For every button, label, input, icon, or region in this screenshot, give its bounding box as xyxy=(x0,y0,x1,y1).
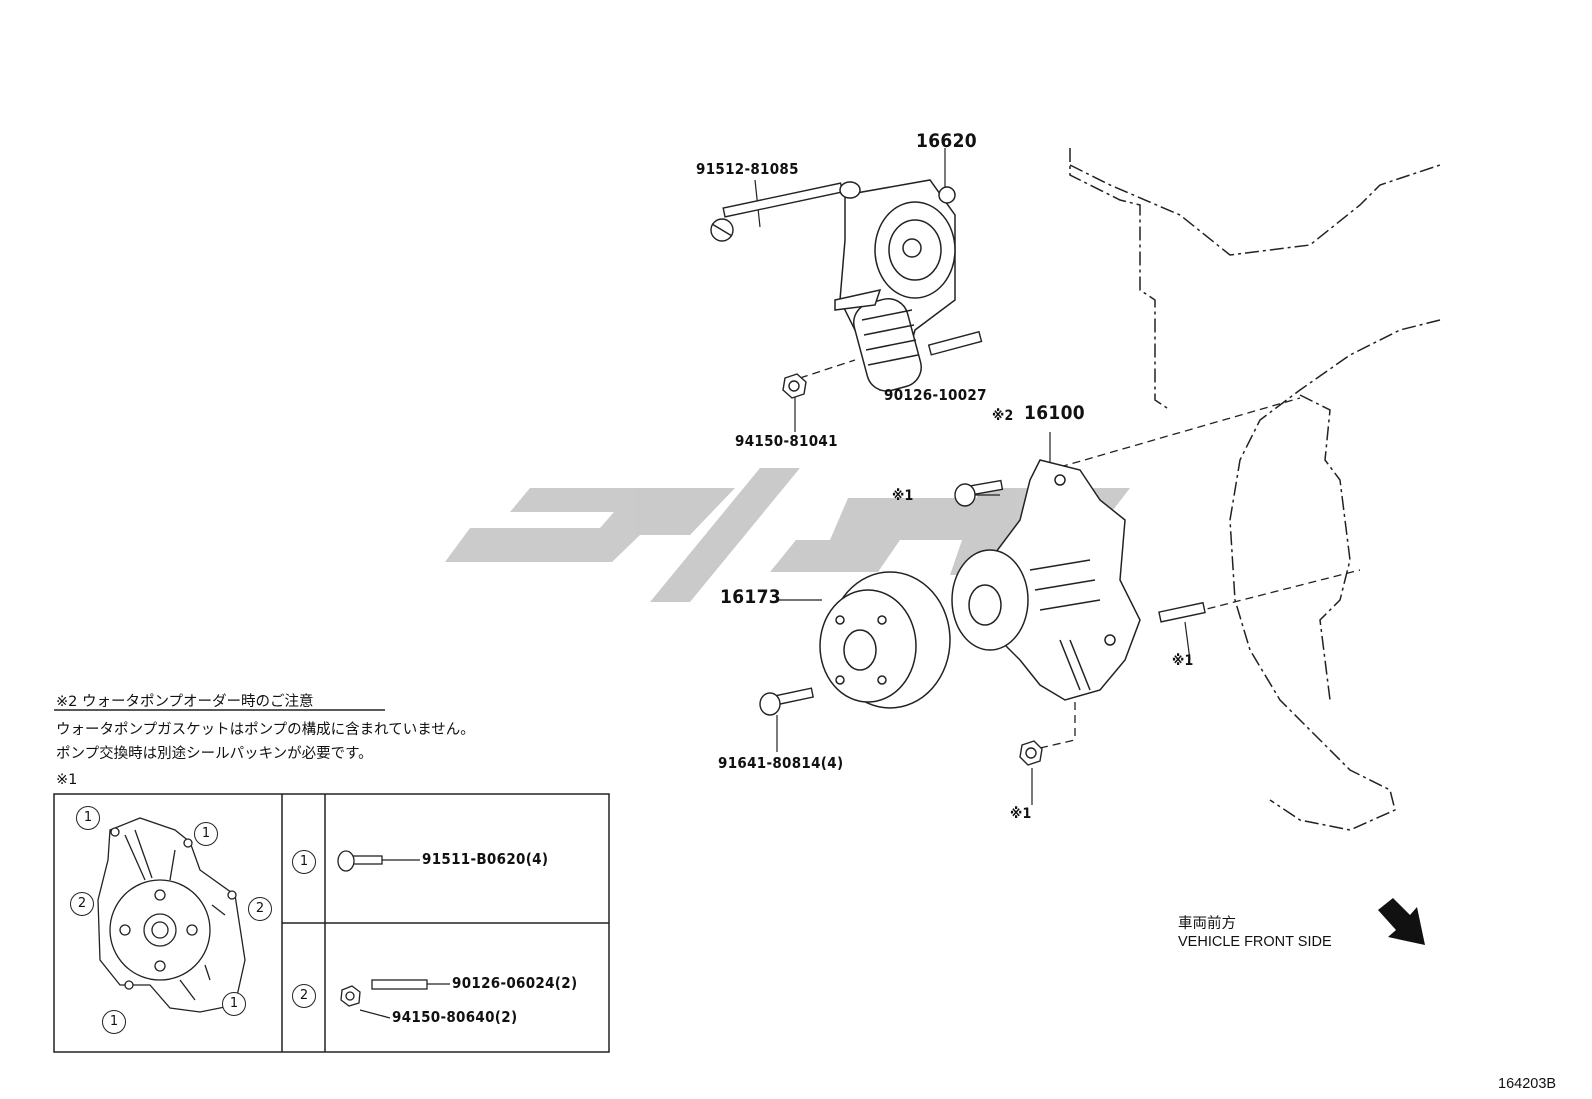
mark-label-pump-stud: ※1 xyxy=(1172,653,1194,669)
part-label-nut-upper: 94150-81041 xyxy=(735,432,838,450)
tensioner-drawing xyxy=(834,179,956,392)
pulley-bolt-drawing xyxy=(759,687,815,716)
figure-id: 164203B xyxy=(1498,1076,1557,1092)
long-bolt-drawing xyxy=(710,182,844,242)
part-label-pulley: 16173 xyxy=(720,586,781,608)
part-label-tensioner-bolt: 91512-81085 xyxy=(696,160,799,178)
direction-label-en: VEHICLE FRONT SIDE xyxy=(1178,934,1332,950)
inset-mark-1-top-right: 1 xyxy=(194,822,218,846)
part-label-water-pump: 16100 xyxy=(1024,402,1085,424)
front-direction-arrow-icon xyxy=(1378,898,1425,945)
pulley-drawing xyxy=(819,571,951,709)
part-label-water-pump-mark: ※2 xyxy=(992,408,1014,424)
inset-pump-outline xyxy=(97,817,246,1013)
direction-label-jp: 車両前方 xyxy=(1178,916,1236,932)
stud-drawing xyxy=(927,330,983,356)
mark-label-pump-bolt: ※1 xyxy=(892,488,914,504)
table-row2-part-2: 94150-80640(2) xyxy=(392,1008,518,1026)
mark-label-pump-nut: ※1 xyxy=(1010,806,1032,822)
part-label-tensioner: 16620 xyxy=(916,130,977,152)
note-heading: ※2 ウォータポンプオーダー時のご注意 xyxy=(56,694,314,710)
inset-mark-2-left: 2 xyxy=(70,892,94,916)
part-label-stud-upper: 90126-10027 xyxy=(884,386,987,404)
table-row2-part-1: 90126-06024(2) xyxy=(452,974,578,992)
pump-stud-drawing xyxy=(1158,601,1206,623)
table-row2-parts xyxy=(340,979,450,1019)
inset-mark-1-bottom-right: 1 xyxy=(222,992,246,1016)
leader-lines xyxy=(754,148,1191,805)
inset-table-frame xyxy=(53,793,610,1053)
note-line-2: ポンプ交換時は別途シールパッキンが必要です。 xyxy=(56,746,373,762)
engine-block-outline xyxy=(1069,148,1441,831)
table-mark: ※1 xyxy=(56,772,78,788)
table-row1-index: 1 xyxy=(292,850,316,874)
inset-mark-1-bottom-left: 1 xyxy=(102,1010,126,1034)
table-row2-index: 2 xyxy=(292,984,316,1008)
water-pump-drawing xyxy=(951,459,1141,701)
table-row1-bolt xyxy=(337,850,420,872)
nut-drawing xyxy=(782,373,807,399)
inset-mark-1-top-left: 1 xyxy=(76,806,100,830)
part-label-pulley-bolt: 91641-80814(4) xyxy=(718,754,844,772)
note-line-1: ウォータポンプガスケットはポンプの構成に含まれていません。 xyxy=(56,722,475,738)
pump-bolt-drawing xyxy=(954,479,1004,507)
table-row1-part: 91511-B0620(4) xyxy=(422,850,549,868)
pump-nut-drawing xyxy=(1019,740,1043,766)
inset-mark-2-right: 2 xyxy=(248,897,272,921)
